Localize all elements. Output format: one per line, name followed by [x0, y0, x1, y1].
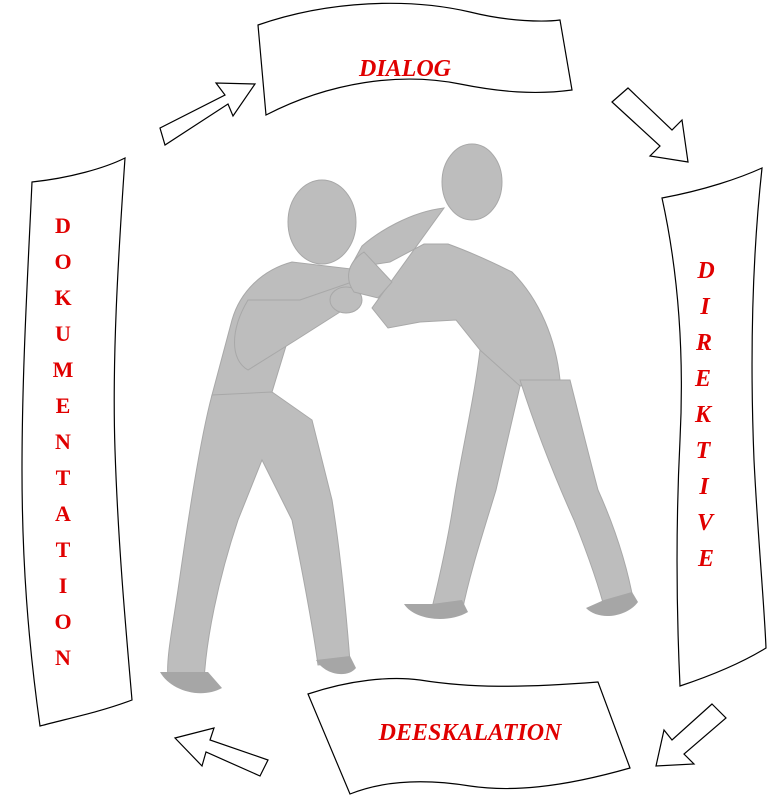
- arrow-left-to-top: [160, 83, 255, 145]
- left-banner-letter: N: [55, 429, 71, 454]
- right-banner-letter: R: [695, 330, 712, 356]
- left-banner-letter: M: [53, 357, 74, 382]
- right-banner-letter: K: [694, 402, 713, 428]
- arrow-bottom-to-left: [175, 728, 268, 776]
- left-banner-letter: T: [56, 465, 71, 490]
- left-banner-shape: [22, 158, 132, 726]
- left-banner-letter: N: [55, 645, 71, 670]
- right-banner-letter: V: [697, 510, 715, 536]
- two-fighters-illustration: [160, 144, 638, 693]
- left-banner-letter: O: [54, 249, 71, 274]
- right-banner-shape: [662, 168, 766, 686]
- bottom-banner: DEESKALATION: [308, 679, 630, 794]
- right-banner-letter: I: [699, 294, 711, 320]
- left-banner-letter: O: [54, 609, 71, 634]
- right-banner-letter: E: [694, 366, 711, 392]
- right-banner-letter: D: [696, 258, 714, 284]
- left-banner-letter: U: [55, 321, 71, 346]
- arrow-top-to-right: [612, 88, 688, 162]
- arrow-right-to-bottom: [656, 704, 726, 766]
- left-banner-letter: K: [54, 285, 71, 310]
- left-banner-letter: A: [55, 501, 71, 526]
- top-banner: DIALOG: [258, 3, 572, 115]
- left-fighter-figure: [160, 180, 362, 693]
- right-banner-letter: T: [696, 438, 712, 464]
- left-banner-letter: T: [56, 537, 71, 562]
- left-banner-letter: E: [56, 393, 71, 418]
- left-banner-letter: D: [55, 213, 71, 238]
- right-fighter-figure: [349, 144, 638, 619]
- right-banner-letter: E: [697, 546, 714, 572]
- bottom-banner-label: DEESKALATION: [378, 720, 563, 746]
- left-banner-letter: I: [59, 573, 68, 598]
- top-banner-label: DIALOG: [358, 56, 452, 82]
- right-banner-letter: I: [698, 474, 710, 500]
